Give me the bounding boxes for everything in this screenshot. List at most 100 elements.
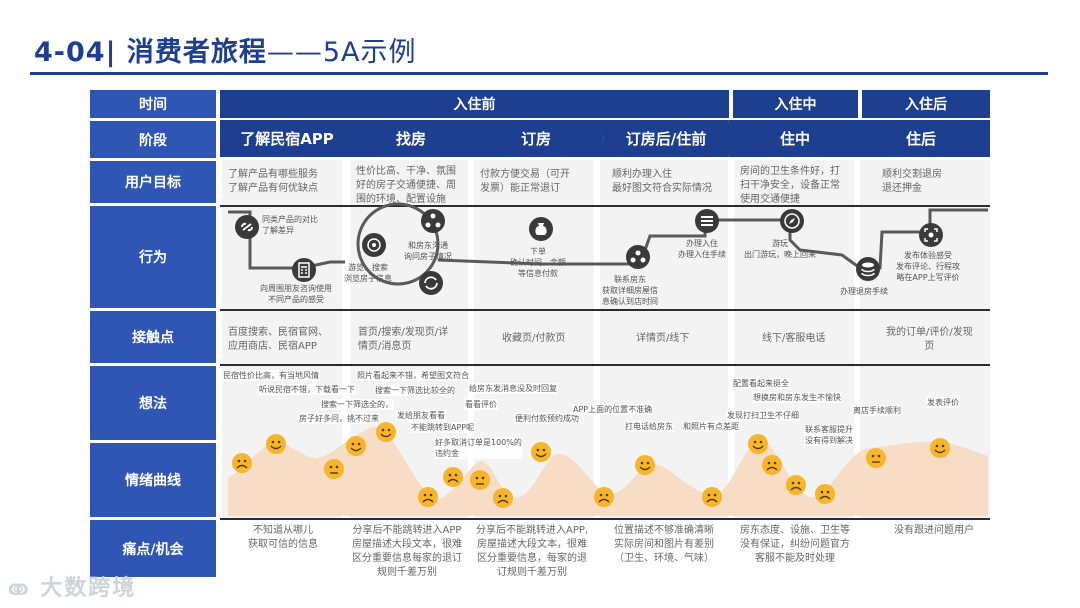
row-label-pain: 痛点/机会 [90, 520, 216, 577]
thought-3: 照片看起来不错，希望图文符合 [356, 370, 470, 381]
emotion-face-sad-icon [702, 487, 722, 507]
touch-book: 收藏页/付款页 [502, 333, 566, 344]
behavior-chat-host: 和房东沟通 询问房子情况 [404, 241, 452, 261]
behavior-order: 下单 确认时间、金额 等信息付款 [510, 247, 566, 278]
money-bag-icon [529, 217, 553, 241]
thought-15: 和照片有点差距 [682, 421, 740, 432]
touch-after-book: 详情页/线下 [636, 333, 690, 344]
behavior-compare: 同类产品的对比 了解差异 [262, 215, 318, 235]
pain-after-book: 位置描述不够准确清晰 实际房间和图片有差别 （卫生、环境、气味） [614, 525, 714, 564]
emotion-face-happy-icon [346, 436, 366, 456]
emotion-face-happy-icon [531, 442, 551, 462]
behavior-checkout: 办理退房手续 [840, 287, 888, 296]
goal-checkout: 顺利交割退房 退还押金 [882, 169, 942, 194]
emotion-face-sad-icon [232, 453, 252, 473]
behavior-contact-host: 联系房东 获取详细房屋信 息确认到店时间 [602, 275, 658, 306]
thought-8: 不能跳转到APP呢 [410, 422, 476, 433]
pain-book: 分享后不能跳转进入APP, 房屋描述大段文本，很难 区分重要信息，每家的退 订规… [476, 525, 589, 578]
thought-17: 想换房和房东发生不愉快 [752, 392, 842, 403]
emotion-face-sad-icon [493, 488, 513, 508]
target-icon [362, 233, 386, 257]
touch-stay: 线下/客服电话 [762, 333, 826, 344]
touch-find: 首页/搜索/发现页/详 情页/消息页 [358, 327, 449, 352]
emotion-face-happy-icon [266, 434, 286, 454]
emotion-face-sad-icon [815, 484, 835, 504]
goal-after-book: 顺利办理入住 最好图文符合实际情况 [612, 169, 712, 194]
thought-18: 发现打扫卫生不仔细 [726, 410, 800, 421]
link-icon [235, 215, 259, 239]
group-icon [626, 245, 650, 269]
touch-learn: 百度搜索、民宿官网、 应用商店、民宿APP [228, 327, 328, 352]
behavior-browse: 游览、搜索 浏览房子信息 [344, 263, 392, 283]
row-label-thoughts: 想法 [90, 366, 216, 440]
page-title: 4-04| 消费者旅程——5A示例 [34, 37, 417, 68]
stage-stay: 住中 [728, 120, 862, 157]
touch-checkout: 我的订单/评价/发现 页 [886, 327, 973, 352]
emotion-face-happy-icon [635, 455, 655, 475]
stage-after-book: 订房后/住前 [594, 120, 738, 157]
separator-goal [220, 205, 990, 207]
focus-icon [919, 223, 943, 247]
thought-5: 搜索一下筛选比较全的 [374, 385, 456, 396]
thought-2: 听说民宿不错，下载看一下 [258, 384, 356, 395]
emotion-face-sad-icon [594, 487, 614, 507]
thought-14: 打电话给房东 [624, 421, 674, 432]
emotion-face-sad-icon [443, 467, 463, 487]
thought-10: 给房东发消息没及时回复 [468, 383, 558, 394]
separator-emotion [220, 518, 990, 520]
thought-12: 便利付款预约成功 [514, 413, 580, 424]
emotion-face-happy-icon [376, 422, 396, 442]
thought-11: 看看评价 [464, 399, 498, 410]
goal-find: 性价比高、干净、氛围 好的房子交通便捷、周 围的环境、配置设施 [356, 166, 456, 205]
compass-icon [780, 209, 804, 233]
refresh-icon [419, 271, 443, 295]
emotion-face-neutral-icon [470, 470, 490, 490]
thought-7: 发给朋友看看 [396, 410, 446, 421]
behavior-review: 发布体验感受 发布评论、行程攻 略在APP上写评价 [896, 251, 960, 282]
behavior-checkin: 办理入住 办理入住手续 [678, 239, 726, 259]
row-label-behavior: 行为 [90, 206, 216, 308]
emotion-face-neutral-icon [866, 448, 886, 468]
emotion-face-happy-icon [748, 434, 768, 454]
behavior-ask-friends: 向周围朋友咨询使用 不同产品的感受 [260, 284, 332, 304]
stage-checkout: 住后 [852, 120, 990, 157]
thought-9: 好多取消订单是100%的 违约金 [434, 437, 523, 459]
pain-find: 分享后不能跳转进入APP 房屋描述大段文本，很难 区分重要信息每家的退订 规则千… [352, 525, 462, 578]
thought-13: APP上面的位置不准确 [572, 404, 654, 415]
row-label-goal: 用户目标 [90, 161, 216, 203]
stage-find: 找房 [344, 120, 478, 157]
separator-touchpoint [220, 364, 990, 366]
pain-stay: 房东态度、设施、卫生等 没有保证，纠纷问题官方 客服不能及时处理 [740, 525, 850, 564]
watermark-logo: ↂ 大数跨境 [8, 576, 137, 601]
time-after: 入住后 [862, 90, 990, 118]
stack-icon [695, 209, 719, 233]
thought-1: 民宿性价比高，有当地风情 [222, 370, 320, 381]
stage-learn: 了解民宿APP [220, 120, 354, 157]
thought-19: 联系客服提升 没有得到解决 [804, 424, 854, 446]
calculator-icon [292, 258, 316, 282]
title-rule [30, 72, 1048, 75]
goal-learn: 了解产品有哪些服务 了解产品有何优缺点 [228, 169, 318, 194]
emotion-face-neutral-icon [324, 459, 344, 479]
goal-book: 付款方便交易（可开 发票）能正常退订 [480, 169, 570, 194]
thought-6: 房子好多问，挑不过来 [298, 413, 380, 424]
emotion-face-sad-icon [762, 455, 782, 475]
people-network-icon [421, 209, 445, 233]
pain-learn: 不知道从哪儿 获取可信的信息 [248, 525, 318, 550]
thought-20: 离店手续顺利 [852, 405, 902, 416]
behavior-travel: 游玩 出门游玩，晚上回来 [744, 239, 816, 259]
emotion-face-sad-icon [786, 475, 806, 495]
emotion-face-happy-icon [930, 438, 950, 458]
time-during: 入住中 [733, 90, 858, 118]
separator-behavior [220, 309, 990, 311]
thought-4: 搜索一下筛选全的， [320, 399, 394, 410]
row-label-stage: 阶段 [90, 121, 216, 158]
stage-book: 订房 [468, 120, 604, 157]
thought-21: 发表评价 [926, 397, 960, 408]
time-before: 入住前 [220, 90, 729, 118]
emotion-face-sad-icon [418, 487, 438, 507]
pain-checkout: 没有跟进问题用户 [894, 525, 974, 536]
layers-icon [856, 257, 880, 281]
row-label-time: 时间 [90, 90, 216, 118]
